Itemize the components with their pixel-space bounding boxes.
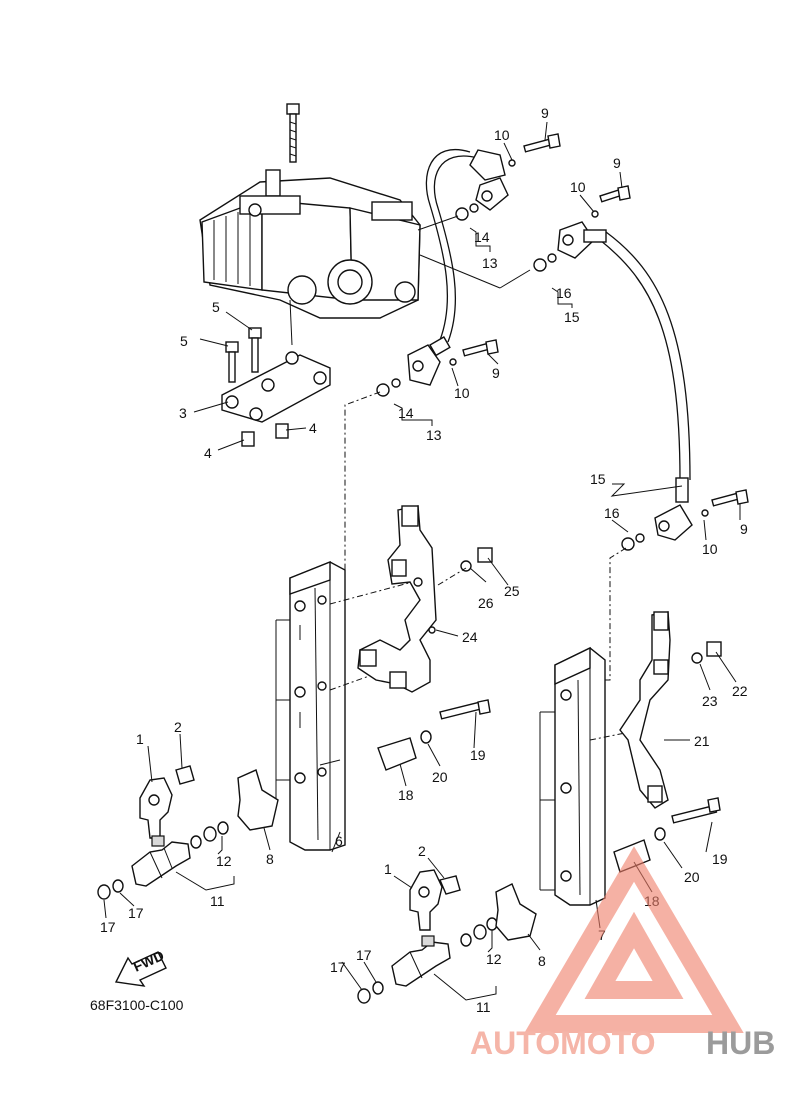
- fittings-mid: [376, 336, 499, 397]
- callout: 13: [426, 427, 442, 443]
- callout: 15: [564, 309, 580, 325]
- callout: 17: [330, 959, 346, 975]
- callout: 1: [384, 861, 392, 877]
- injector-right: [357, 869, 537, 1004]
- fittings-top: [417, 133, 631, 289]
- mount-bracket: [221, 327, 331, 447]
- callout: 12: [486, 951, 502, 967]
- callout: 14: [474, 229, 490, 245]
- callout: 6: [335, 833, 343, 849]
- callout: 11: [476, 999, 491, 1015]
- callout: 9: [613, 155, 621, 171]
- callout: 8: [266, 851, 274, 867]
- callout: 4: [309, 420, 317, 436]
- diagram-code: 68F3100-C100: [90, 997, 184, 1013]
- fwd-arrow-icon: FWD: [114, 947, 167, 987]
- watermark-logo: AUTOMOTO HUB: [470, 846, 775, 1061]
- callout: 9: [492, 365, 500, 381]
- callout: 10: [494, 127, 510, 143]
- fuel-rail-right: [539, 646, 641, 906]
- callout: 16: [556, 285, 572, 301]
- bracket-24: [357, 505, 493, 693]
- callout: 24: [462, 629, 478, 645]
- callout: 26: [478, 595, 494, 611]
- callout: 10: [702, 541, 718, 557]
- callout: 14: [398, 405, 414, 421]
- callout: 9: [541, 105, 549, 121]
- callout: 23: [702, 693, 718, 709]
- callout: 11: [210, 893, 225, 909]
- spacer-left: [377, 699, 491, 771]
- callout: 8: [538, 953, 546, 969]
- callout: 10: [570, 179, 586, 195]
- callout: 15: [590, 471, 606, 487]
- callout: 9: [740, 521, 748, 537]
- callout: 22: [732, 683, 748, 699]
- bracket-21: [619, 611, 722, 809]
- callout: 25: [504, 583, 520, 599]
- fuel-rail-left: [275, 560, 421, 851]
- callout: 17: [100, 919, 116, 935]
- callout: 13: [482, 255, 498, 271]
- callout: 1: [136, 731, 144, 747]
- callout: 16: [604, 505, 620, 521]
- callout: 17: [356, 947, 372, 963]
- callout: 17: [128, 905, 144, 921]
- callout: 5: [212, 299, 220, 315]
- callout: 4: [204, 445, 212, 461]
- callout: 5: [180, 333, 188, 349]
- callout: 18: [398, 787, 414, 803]
- callout: 3: [179, 405, 187, 421]
- callout: 12: [216, 853, 232, 869]
- watermark-text-hub: HUB: [706, 1025, 775, 1061]
- pump-assembly: [199, 103, 421, 346]
- fittings-right: [621, 477, 749, 551]
- callout: 2: [174, 719, 182, 735]
- callout: 20: [684, 869, 700, 885]
- callout-labels: 9 10 9 10 14 13 16 15 5 5 3 4 4 9 10 14 …: [100, 105, 748, 1015]
- callout: 21: [694, 733, 710, 749]
- callout: 19: [470, 747, 486, 763]
- callout: 20: [432, 769, 448, 785]
- callout: 10: [454, 385, 470, 401]
- watermark-text-main: AUTOMOTO: [470, 1025, 655, 1061]
- injector-left: [97, 765, 279, 900]
- callout: 19: [712, 851, 728, 867]
- callout: 2: [418, 843, 426, 859]
